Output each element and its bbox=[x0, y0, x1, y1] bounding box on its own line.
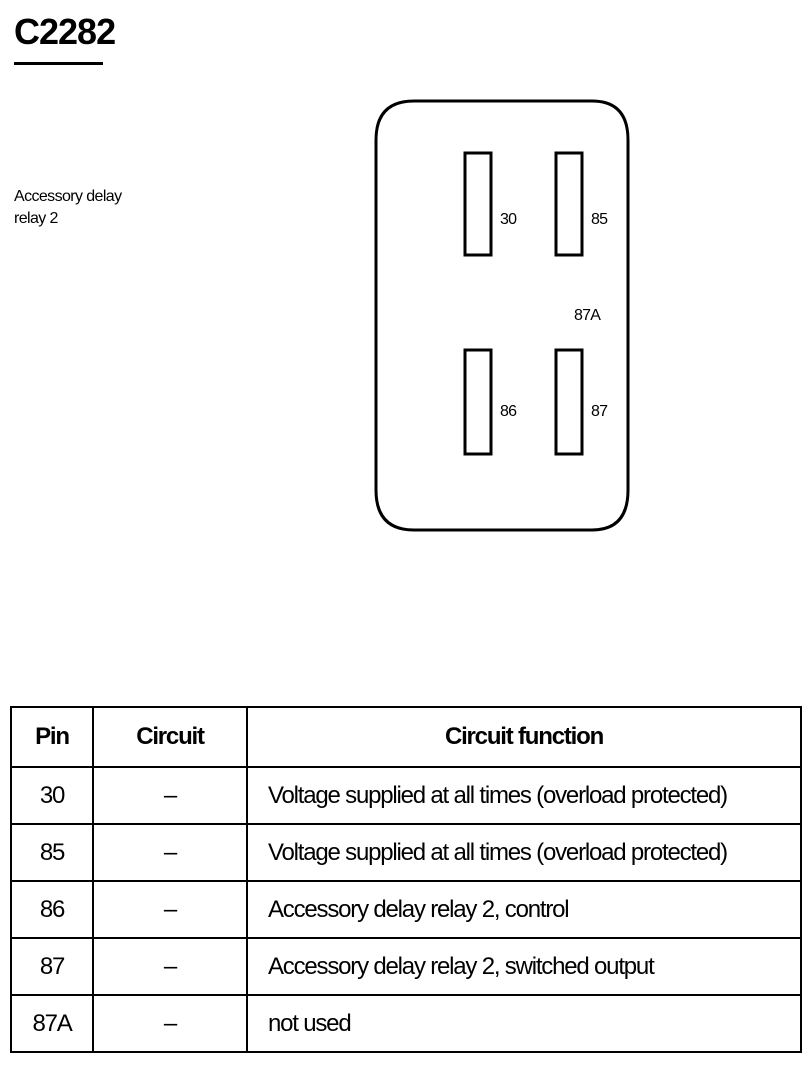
cell-pin: 86 bbox=[10, 880, 94, 939]
terminal-label-30: 30 bbox=[500, 211, 517, 228]
header-circuit-function: Circuit function bbox=[246, 706, 802, 768]
title-underline bbox=[14, 62, 103, 65]
cell-circuit: – bbox=[92, 766, 248, 825]
cell-function: Voltage supplied at all times (overload … bbox=[246, 823, 802, 882]
cell-pin: 85 bbox=[10, 823, 94, 882]
header-circuit: Circuit bbox=[92, 706, 248, 768]
cell-circuit: – bbox=[92, 994, 248, 1053]
cell-pin: 87 bbox=[10, 937, 94, 996]
table-row: 85 – Voltage supplied at all times (over… bbox=[10, 823, 802, 882]
cell-function: Voltage supplied at all times (overload … bbox=[246, 766, 802, 825]
connector-face-diagram: 30 85 87A 86 87 bbox=[374, 99, 630, 532]
cell-circuit: – bbox=[92, 937, 248, 996]
connector-title: C2282 bbox=[14, 11, 116, 52]
cell-function: Accessory delay relay 2, switched output bbox=[246, 937, 802, 996]
cell-pin: 87A bbox=[10, 994, 94, 1053]
terminal-slot-85 bbox=[554, 151, 584, 257]
pin-table: Pin Circuit Circuit function 30 – Voltag… bbox=[10, 706, 802, 1053]
terminal-label-85: 85 bbox=[591, 211, 608, 228]
cell-circuit: – bbox=[92, 823, 248, 882]
terminal-label-86: 86 bbox=[500, 403, 517, 420]
terminal-slot-87 bbox=[554, 348, 584, 456]
terminal-slot-86 bbox=[463, 348, 493, 456]
cell-function: not used bbox=[246, 994, 802, 1053]
component-label-line-2: relay 2 bbox=[14, 210, 58, 227]
table-header-row: Pin Circuit Circuit function bbox=[10, 706, 802, 768]
terminal-slot-30 bbox=[463, 151, 493, 257]
table-row: 86 – Accessory delay relay 2, control bbox=[10, 880, 802, 939]
table-row: 87 – Accessory delay relay 2, switched o… bbox=[10, 937, 802, 996]
terminal-label-87: 87 bbox=[591, 403, 608, 420]
connector-housing bbox=[374, 99, 630, 532]
cell-pin: 30 bbox=[10, 766, 94, 825]
header-pin: Pin bbox=[10, 706, 94, 768]
cell-function: Accessory delay relay 2, control bbox=[246, 880, 802, 939]
component-label-line-1: Accessory delay bbox=[14, 188, 122, 205]
table-row: 30 – Voltage supplied at all times (over… bbox=[10, 766, 802, 825]
terminal-label-87a: 87A bbox=[574, 307, 601, 324]
cell-circuit: – bbox=[92, 880, 248, 939]
component-label: Accessory delay relay 2 bbox=[14, 186, 154, 230]
table-row: 87A – not used bbox=[10, 994, 802, 1053]
